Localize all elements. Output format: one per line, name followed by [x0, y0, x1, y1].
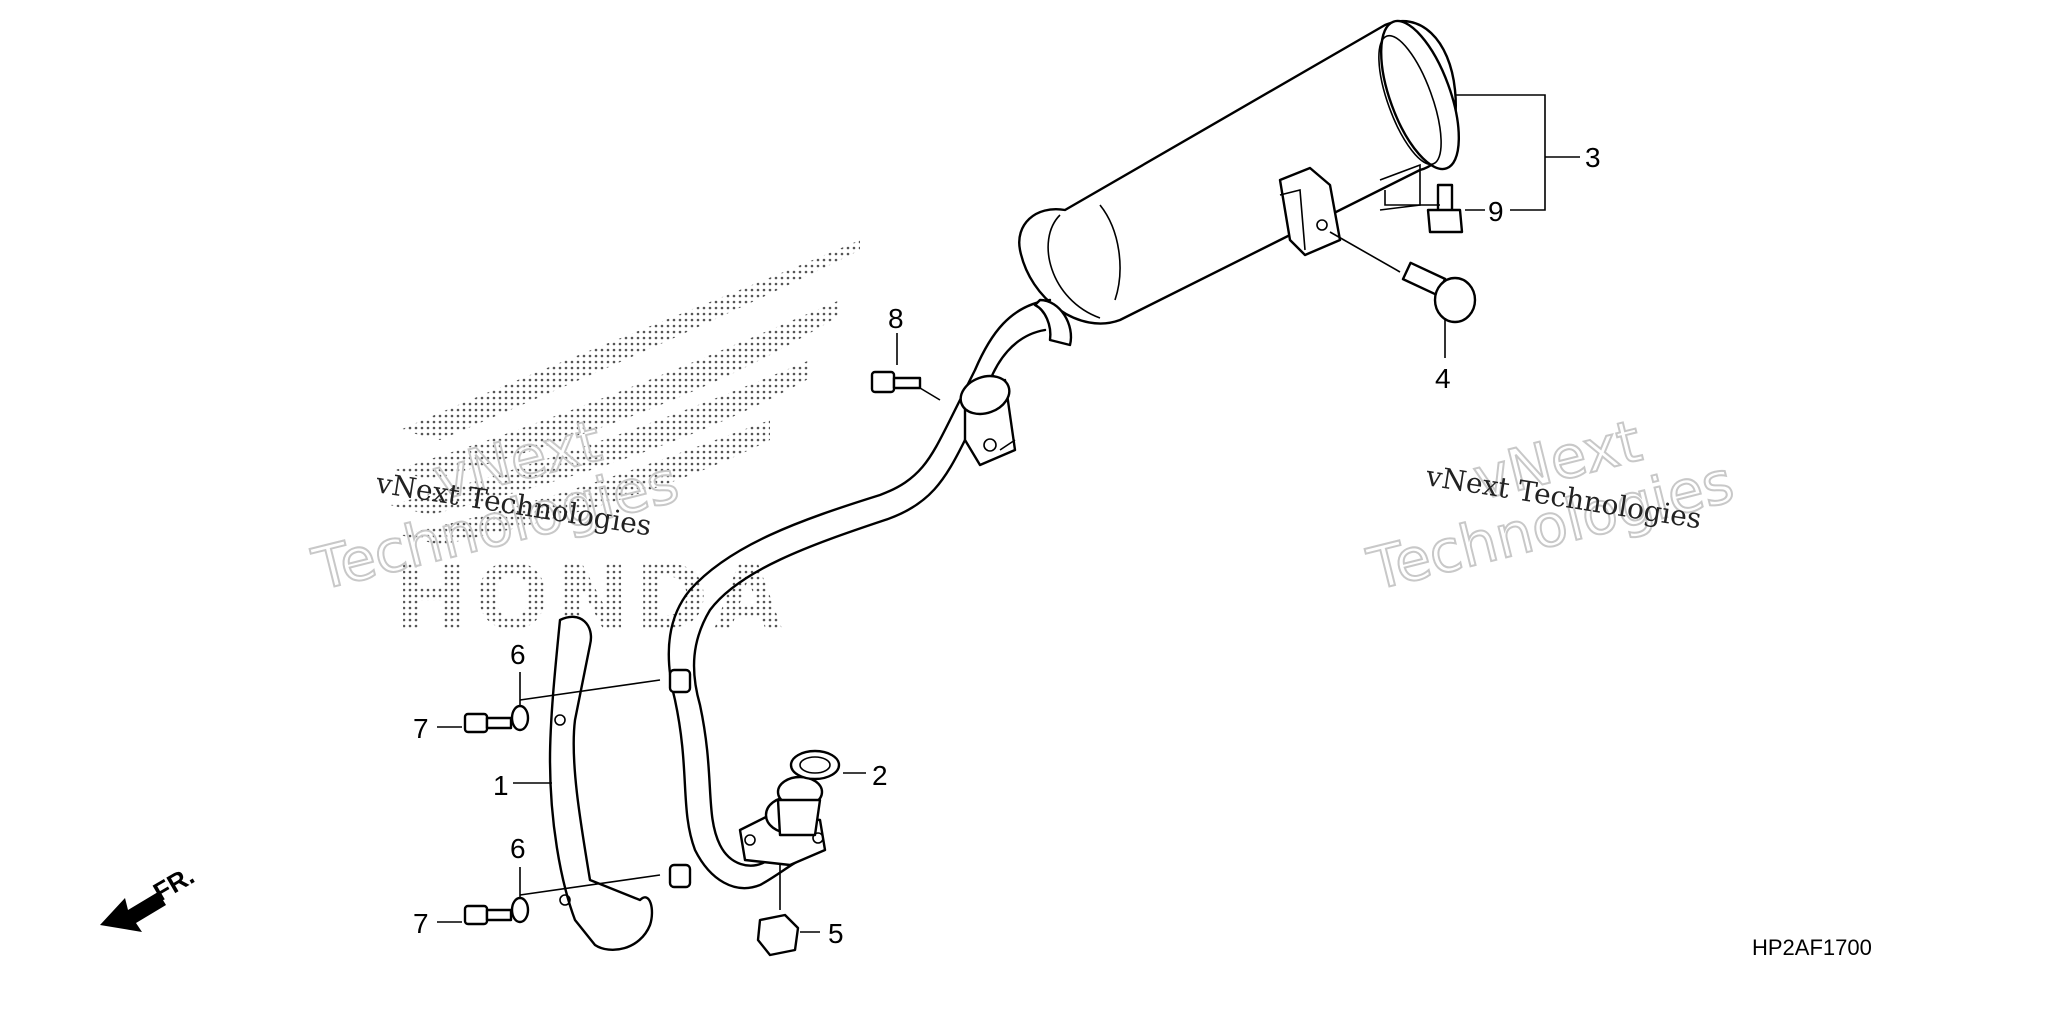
bolt-7-upper	[463, 712, 513, 734]
fasteners	[463, 183, 1477, 957]
callout-4: 4	[1435, 363, 1451, 394]
watermark-right: Technologies vNext vNext Technologies	[1360, 406, 1741, 605]
muffler	[1018, 19, 1461, 325]
heat-shield	[548, 615, 654, 952]
honda-wing-logo-icon: HONDA	[390, 240, 860, 649]
gasket	[789, 749, 841, 781]
bolt-4	[1401, 261, 1477, 324]
callout-8: 8	[888, 303, 904, 334]
callout-7-lower: 7	[413, 908, 429, 939]
callout-2: 2	[872, 760, 888, 791]
washer-6-upper	[510, 704, 530, 732]
bolt-7-lower	[463, 904, 513, 926]
callout-6-upper: 6	[510, 639, 526, 670]
front-arrow-icon: FR.	[100, 860, 199, 932]
callout-7-upper: 7	[413, 713, 429, 744]
washer-6-lower	[510, 896, 530, 924]
exhaust-pipe	[667, 298, 1073, 890]
nut-5	[756, 913, 800, 957]
callout-3: 3	[1585, 142, 1601, 173]
callout-1: 1	[493, 770, 509, 801]
exhaust-flange	[738, 775, 827, 867]
callout-9: 9	[1488, 196, 1504, 227]
callout-5: 5	[828, 918, 844, 949]
bolt-8	[870, 370, 922, 394]
bolt-9	[1426, 183, 1464, 234]
callout-6-lower: 6	[510, 833, 526, 864]
drawing-code: HP2AF1700	[1752, 935, 1872, 960]
leader-lines	[437, 94, 1580, 933]
callouts: 7 6 1 6 7 2 5 8 4 9 3	[413, 142, 1601, 949]
